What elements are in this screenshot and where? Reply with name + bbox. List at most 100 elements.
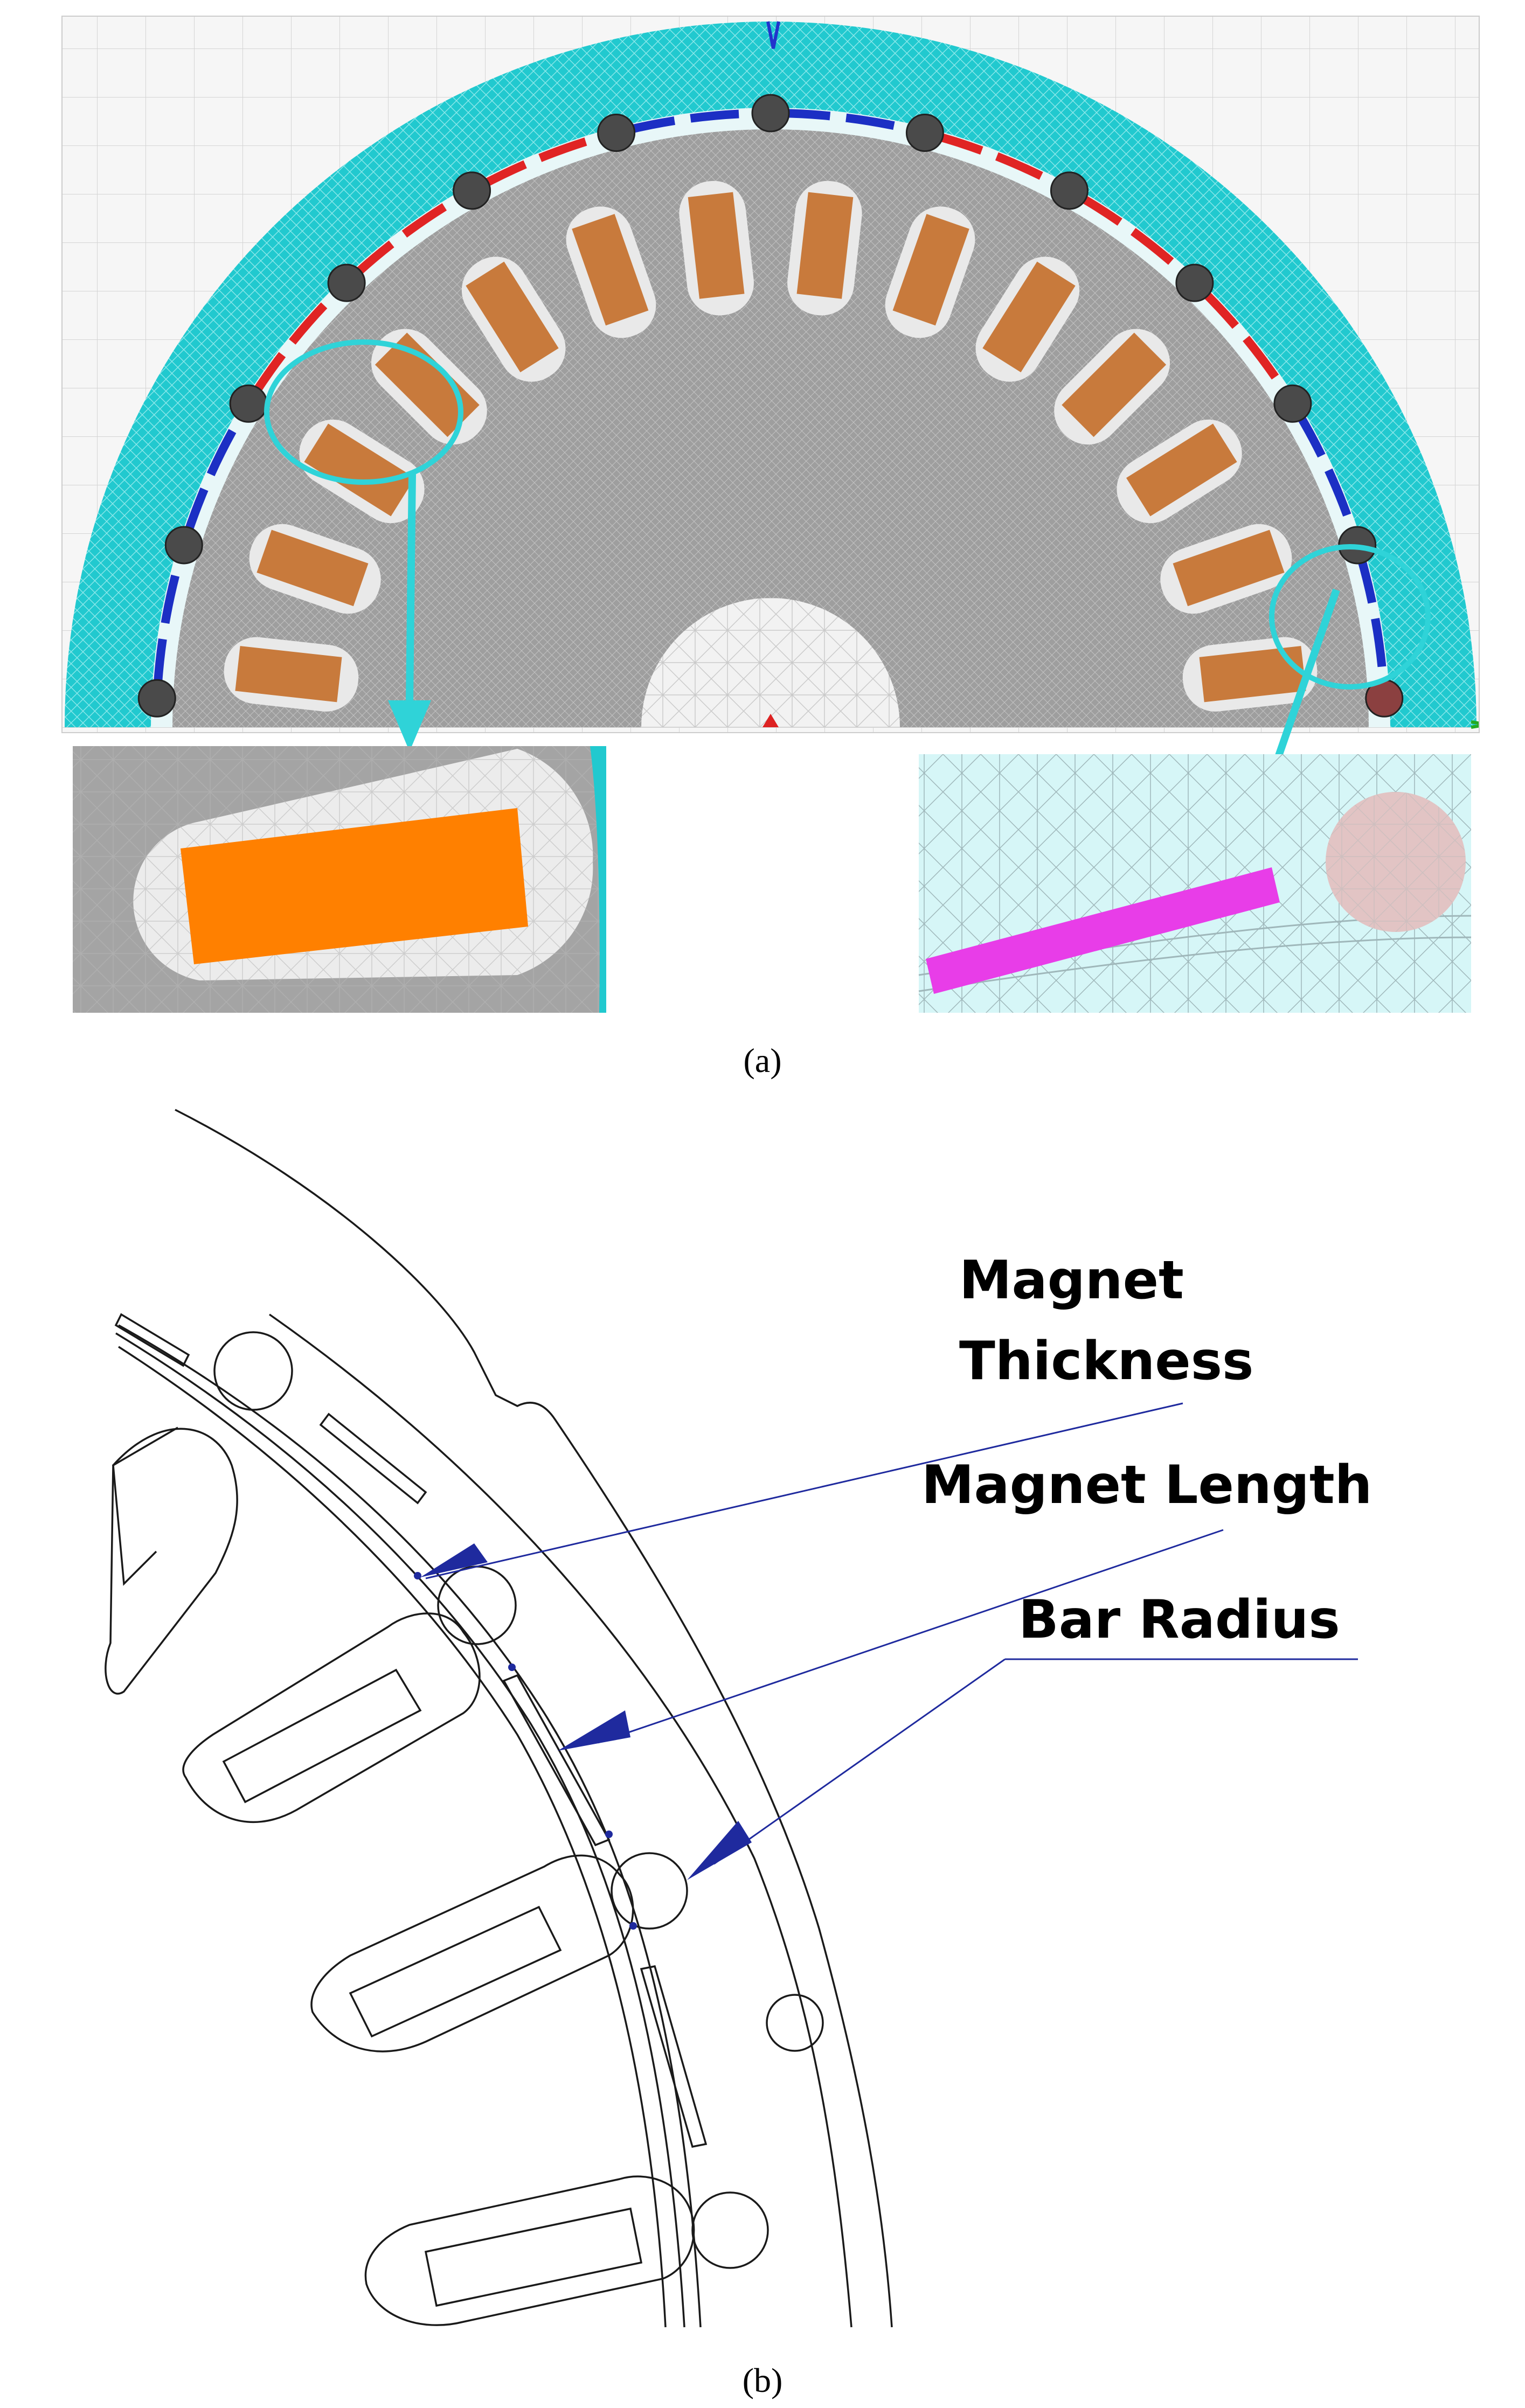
zoom-magnet [926, 867, 1280, 994]
stator-conductor-3 [349, 1905, 562, 2038]
rotor-inner-arc [115, 1332, 685, 2328]
stator-conductor [466, 261, 559, 373]
magnet-slot-4 [640, 1965, 708, 2148]
callout-ellipse-right [1269, 544, 1431, 690]
rotor-bar [1050, 171, 1089, 210]
caption-b: (b) [743, 2361, 783, 2399]
stator-conductor [235, 646, 342, 702]
callout-arrow-right [1268, 588, 1340, 777]
arrowhead-radius [687, 1821, 752, 1880]
stator-slot [679, 180, 754, 316]
stator-slot [1160, 524, 1292, 614]
panel-b-geometry-sketch [105, 1109, 1358, 2328]
magnet-segment [1356, 554, 1388, 688]
callout-arrowhead-left [388, 700, 431, 751]
stator-slot [224, 637, 359, 712]
label-magnet-thickness-line1: Magnet [959, 1250, 1184, 1311]
rotor-bar [905, 114, 944, 152]
rotor-bar-ring [137, 94, 1404, 718]
marker-1 [414, 1572, 421, 1579]
magnet-segment [153, 554, 185, 688]
stator-slot-3 [310, 1854, 634, 2052]
stator-slot [566, 206, 656, 338]
magnet-slot-1 [114, 1313, 190, 1367]
panel-a-mesh-view: (a) [61, 16, 1480, 1080]
stator-conductor [892, 214, 969, 326]
magnet-segment [183, 410, 247, 536]
stator-slot [299, 419, 425, 524]
magnet-segment [934, 131, 1062, 190]
magnet-ring [153, 109, 1388, 688]
magnet-segment [1294, 410, 1358, 536]
stator-inner-contour [268, 1313, 852, 2328]
stator-conductor [1173, 530, 1285, 607]
rotor-bar [327, 263, 366, 302]
marker-3 [605, 1831, 613, 1838]
caption-a: (a) [743, 1041, 781, 1080]
stator-slot [249, 524, 381, 614]
stator-conductor [572, 214, 649, 326]
axis-marker-y [766, 21, 780, 49]
stator-conductor [1062, 332, 1167, 437]
magnet-slot-3 [502, 1674, 611, 1847]
rotor-bar [597, 114, 636, 152]
rotor-bar [1273, 384, 1312, 423]
stator-outer-contour [175, 1109, 893, 2328]
stator-slot [1054, 329, 1170, 445]
magnet-segment [781, 109, 916, 135]
arrowhead-thickness [420, 1543, 488, 1577]
callout-arrow-left [406, 474, 416, 701]
stator-slot [885, 206, 975, 338]
stator-conductor [304, 423, 415, 517]
rotor-bridge-arc [118, 1346, 667, 2328]
zoom-inset-conductor [73, 746, 606, 1013]
stator-slot-4 [364, 2175, 695, 2326]
leader-length [598, 1529, 1224, 1744]
rotor-bar-4 [766, 1994, 824, 2052]
rotor-bar-3 [611, 1852, 688, 1930]
label-magnet-thickness-line2: Thickness [959, 1331, 1253, 1392]
label-magnet-length: Magnet Length [921, 1454, 1372, 1516]
stator-conductor-4 [424, 2207, 643, 2307]
magnet-segment [626, 109, 760, 135]
stator-slot [975, 256, 1080, 382]
magnet-segment [251, 287, 342, 397]
leader-thickness [425, 1402, 1183, 1579]
rotor-bar-2 [437, 1565, 517, 1645]
label-bar-radius: Bar Radius [1018, 1589, 1340, 1651]
stator-slot [461, 256, 566, 382]
axis-marker-origin [763, 714, 779, 727]
rotor-bar [164, 526, 203, 565]
stator-slot-2 [182, 1612, 481, 1824]
stator-conductor [375, 332, 480, 437]
rotor-bar [229, 384, 268, 423]
zoom-conductor [181, 808, 528, 964]
marker-2 [508, 1664, 516, 1671]
magnet-segment [351, 192, 465, 279]
stator-conductor [1126, 423, 1237, 517]
magnet-segment [1199, 287, 1291, 397]
magnet-segment [1077, 192, 1190, 279]
magnet-segment [479, 131, 607, 190]
stator-slot-1 [105, 1428, 238, 1695]
rotor-bar-5 [691, 2191, 769, 2269]
arrowhead-length [558, 1710, 630, 1751]
magnet-slot-2 [319, 1412, 427, 1505]
zoom-stator-edge [590, 746, 606, 1013]
stator-conductor [1199, 646, 1306, 702]
rotor-bar [137, 679, 176, 718]
rotor-bar [453, 171, 491, 210]
stator-slot [1117, 419, 1242, 524]
rotor-bar [1175, 263, 1214, 302]
marker-4 [629, 1922, 637, 1930]
rotor-outer-arc [118, 1324, 702, 2328]
rotor-bar-1 [213, 1331, 293, 1411]
stator-conductor [688, 192, 745, 299]
zoom-inset-magnet [918, 754, 1472, 1013]
stator-slot [787, 180, 862, 316]
stator-slot-ring [224, 180, 1318, 712]
stator-conductor [796, 192, 854, 299]
axis-marker-x [1471, 720, 1479, 729]
stator-conductor [257, 530, 369, 607]
